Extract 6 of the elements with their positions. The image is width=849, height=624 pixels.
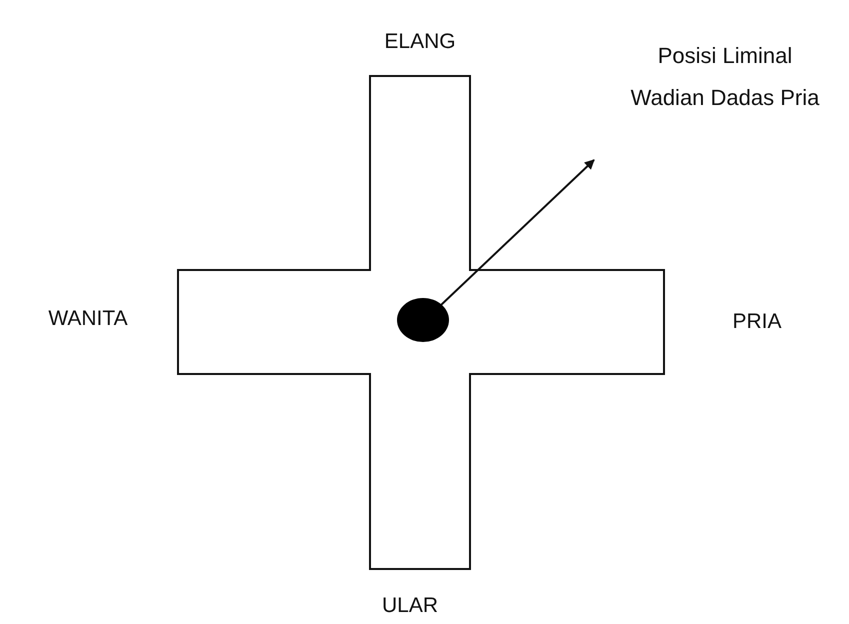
direction-label: ULAR <box>382 594 438 618</box>
direction-label: ELANG <box>384 30 456 54</box>
annotation-text: Posisi Liminal Wadian Dadas Pria <box>630 35 820 165</box>
arrow <box>440 159 595 306</box>
direction-label: PRIA <box>732 310 782 334</box>
direction-label: WANITA <box>48 307 128 331</box>
